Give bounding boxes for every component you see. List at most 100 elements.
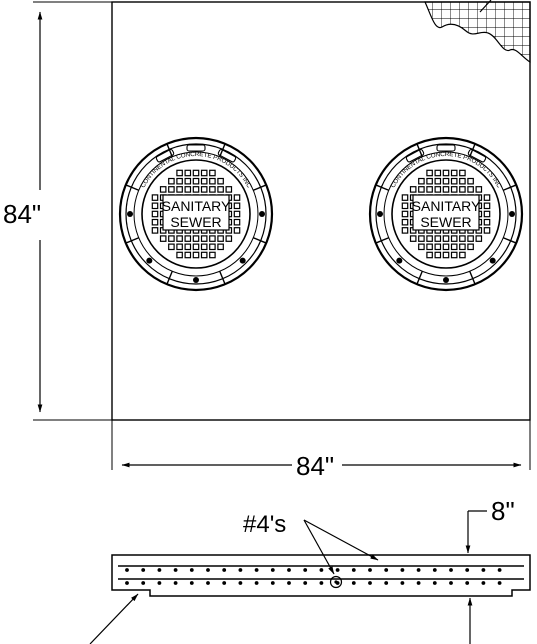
grid-cell: [442, 169, 450, 177]
rebar-dot: [238, 568, 243, 572]
rebar-dot: [335, 568, 340, 572]
rebar-dot: [465, 581, 470, 585]
grid-cell: [426, 235, 433, 242]
grid-cell: [459, 243, 466, 251]
rim-lug: [489, 257, 496, 264]
grid-cell: [176, 186, 183, 193]
section-view: #4's 8": [89, 496, 531, 644]
grid-cell: [184, 186, 192, 193]
rebar-callout-dot: [334, 580, 338, 584]
cover-label-line2: SEWER: [420, 214, 471, 230]
grid-cell: [168, 177, 175, 185]
grid-cell: [233, 227, 241, 234]
rebar-dot: [157, 568, 162, 572]
rebar-leader-1: [303, 519, 335, 575]
grid-cell: [209, 251, 216, 259]
grid-cell: [401, 210, 409, 218]
grid-cell: [176, 243, 183, 251]
grid-cell: [483, 194, 491, 201]
rebar-dot: [416, 581, 421, 585]
grid-cell: [200, 177, 208, 185]
grid-cell: [192, 251, 200, 259]
grid-cell: [442, 177, 450, 185]
rim-lug: [127, 211, 133, 217]
grid-cell: [159, 186, 167, 193]
grid-cell: [168, 186, 175, 193]
rebar-dot: [222, 581, 227, 585]
rim-divider: [416, 143, 423, 157]
rebar-dots: [125, 568, 502, 585]
grid-cell: [151, 227, 159, 234]
rim-lug: [509, 211, 515, 217]
grid-cell: [233, 194, 241, 201]
rebar-dot: [270, 568, 275, 572]
rebar-label: #4's: [243, 511, 286, 538]
grid-cell: [426, 186, 433, 193]
grid-cell: [434, 169, 442, 177]
grid-cell: [184, 251, 192, 259]
height-dimension-label: 84": [3, 199, 41, 229]
cover-label-box: [162, 194, 230, 231]
rebar-dot: [319, 568, 324, 572]
grid-cell: [159, 235, 167, 242]
grid-cell: [192, 186, 200, 193]
grid-cell: [450, 186, 458, 193]
rim-divider: [416, 271, 423, 285]
leader-line-top: [479, 0, 492, 13]
manhole-cover-left: SANITARY SEWER CONTINENTAL CONCRETE PROD…: [118, 136, 274, 292]
grid-cell: [459, 251, 466, 259]
grid-cell: [409, 186, 417, 193]
grid-cell: [401, 218, 409, 226]
grid-cell: [426, 243, 433, 251]
rebar-dot: [206, 581, 210, 585]
grid-cell: [168, 235, 175, 242]
grid-cell: [192, 177, 200, 185]
rim-divider: [219, 143, 226, 157]
grid-cell: [184, 169, 192, 177]
rim-divider: [375, 237, 389, 244]
grid-cell: [233, 202, 241, 210]
grid-cell: [209, 169, 216, 177]
rim-lug: [193, 277, 199, 283]
width-dimension-label: 84": [296, 451, 334, 481]
rebar-dot: [368, 581, 372, 585]
rim-divider: [503, 184, 517, 191]
rim-divider: [166, 271, 173, 285]
grid-cell: [217, 235, 224, 242]
grid-cell: [217, 243, 224, 251]
rim-divider: [253, 184, 267, 191]
grid-cell: [459, 235, 466, 242]
grid-cell: [176, 169, 183, 177]
rebar-dot: [125, 581, 129, 585]
grid-cell: [418, 177, 425, 185]
grid-cell: [434, 243, 442, 251]
rebar-dot: [319, 581, 324, 585]
rebar-dot: [351, 568, 356, 572]
rebar-dot: [497, 581, 502, 585]
lift-slot: [217, 149, 237, 163]
rebar-dot: [270, 581, 275, 585]
grid-cell: [434, 177, 442, 185]
grid-cell: [209, 235, 216, 242]
grid-cell: [442, 235, 450, 242]
rebar-dot: [189, 581, 194, 585]
grid-cell: [176, 251, 183, 259]
grid-cell: [475, 235, 483, 242]
rebar-dot: [238, 581, 243, 585]
width-dimension: 84": [111, 420, 531, 481]
rim-divider: [253, 237, 267, 244]
grid-cell: [467, 243, 474, 251]
rebar-dot: [173, 568, 178, 572]
grid-cell: [426, 177, 433, 185]
grid-cell: [209, 243, 216, 251]
grid-cell: [184, 243, 192, 251]
grid-cell: [450, 177, 458, 185]
grid-cell: [418, 243, 425, 251]
grid-cell: [401, 227, 409, 234]
rebar-dot: [400, 581, 405, 585]
lift-slot: [436, 144, 456, 152]
grid-cell: [450, 235, 458, 242]
lift-slot: [186, 144, 206, 152]
plan-view: 84" 84" SANITARY SEWER CONTINENTAL CONCR…: [3, 0, 531, 481]
rebar-dot: [141, 568, 146, 572]
